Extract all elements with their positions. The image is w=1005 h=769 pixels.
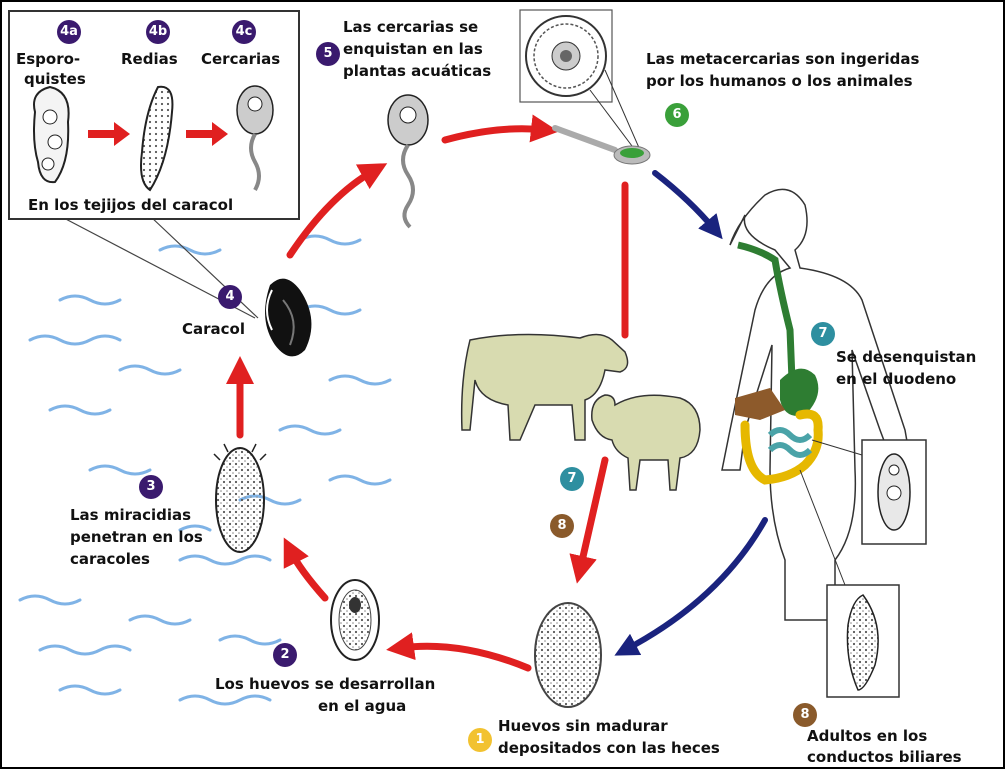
redia-illustration — [141, 87, 172, 190]
badge-7: 7 — [811, 322, 835, 346]
badge-8: 8 — [793, 703, 817, 727]
spoon-with-plant — [555, 128, 650, 164]
inset-caption: En los tejijos del caracol — [28, 196, 233, 215]
label-6-line1: Las metacercarias son ingeridas — [646, 50, 919, 69]
label-3-line2: penetran en los — [70, 528, 203, 547]
label-4c: Cercarias — [201, 50, 280, 69]
cercaria-inset-illustration — [237, 86, 273, 190]
label-6-line2: por los humanos o los animales — [646, 72, 913, 91]
label-5-line2: enquistan en las — [343, 40, 483, 59]
developing-egg-illustration — [331, 580, 379, 660]
label-2-line1: Los huevos se desarrollan — [215, 675, 435, 694]
sheep-illustration — [592, 395, 700, 490]
label-4b: Redias — [121, 50, 178, 69]
cercaria-illustration — [388, 95, 428, 227]
label-7-line2: en el duodeno — [836, 370, 956, 389]
label-8-line2: conductos biliares — [807, 748, 962, 767]
badge-2: 2 — [273, 643, 297, 667]
label-1-line2: depositados con las heces — [498, 739, 720, 758]
label-4: Caracol — [182, 320, 245, 339]
miracidium-illustration — [214, 444, 266, 552]
label-2-line2: en el agua — [318, 697, 406, 716]
label-4a-line1: Esporo- — [16, 50, 80, 69]
human-body-illustration — [722, 189, 912, 620]
unembryonated-egg-illustration — [535, 603, 601, 707]
label-1-line1: Huevos sin madurar — [498, 717, 668, 736]
sporocyst-illustration — [34, 87, 69, 182]
badge-4a: 4a — [57, 20, 81, 44]
badge-4b: 4b — [146, 20, 170, 44]
snail-illustration — [265, 279, 311, 357]
badge-4c: 4c — [232, 20, 256, 44]
badge-3: 3 — [139, 475, 163, 499]
label-4a-line2: quistes — [24, 70, 86, 89]
label-3-line1: Las miracidias — [70, 506, 191, 525]
label-7-line1: Se desenquistan — [836, 348, 976, 367]
badge-6: 6 — [665, 103, 689, 127]
label-3-line3: caracoles — [70, 550, 150, 569]
badge-7-animals: 7 — [560, 467, 584, 491]
badge-4: 4 — [218, 285, 242, 309]
badge-1: 1 — [468, 728, 492, 752]
label-5-line3: plantas acuáticas — [343, 62, 491, 81]
label-8-line1: Adultos en los — [807, 727, 927, 746]
badge-5: 5 — [316, 42, 340, 66]
badge-8-animals: 8 — [550, 514, 574, 538]
label-5-line1: Las cercarias se — [343, 18, 478, 37]
